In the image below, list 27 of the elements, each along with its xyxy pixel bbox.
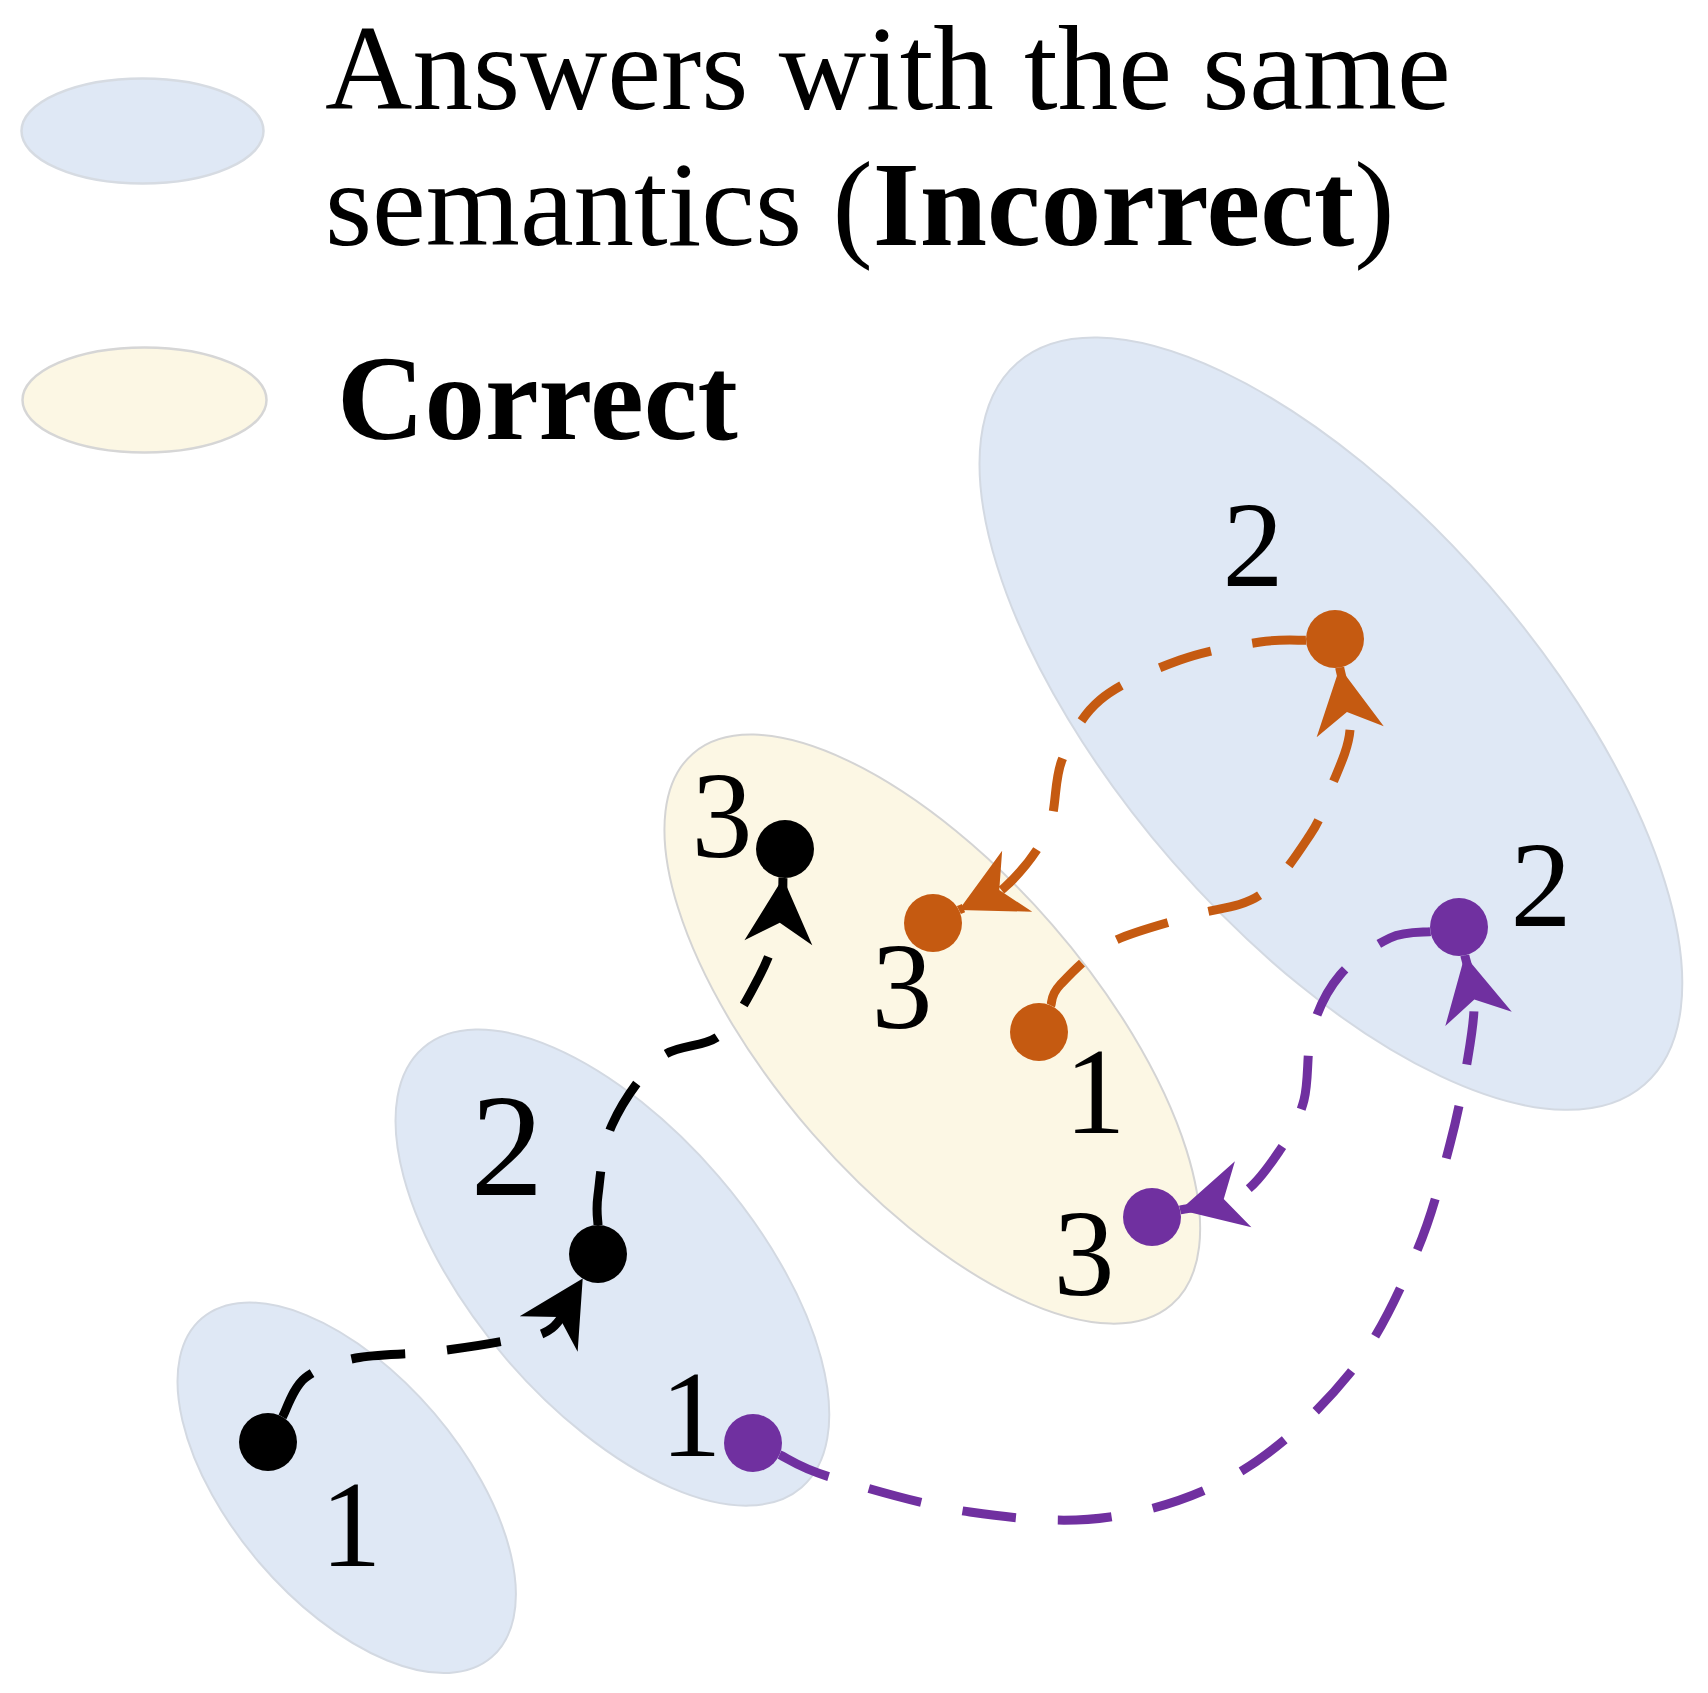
cluster-ellipse <box>662 732 1202 1325</box>
number-label: 2 <box>470 1081 544 1213</box>
dashed-arrow <box>592 877 814 1226</box>
data-point <box>756 820 814 878</box>
number-label: 2 <box>1510 830 1572 940</box>
data-point <box>1010 1003 1068 1061</box>
number-label: 1 <box>320 1470 382 1580</box>
data-point <box>239 1413 297 1471</box>
data-point <box>1430 898 1488 956</box>
legend-label: Answers with the same semantics (Incorrect) <box>325 0 1452 272</box>
dashed-arrow <box>957 635 1306 915</box>
dashed-arrow <box>777 954 1514 1525</box>
number-label: 3 <box>1053 1199 1115 1309</box>
data-point <box>569 1225 627 1283</box>
dashed-arrow <box>1046 666 1386 1007</box>
number-label: 2 <box>1222 490 1284 600</box>
cluster-ellipse <box>393 1028 831 1508</box>
number-label: 1 <box>1064 1037 1126 1147</box>
data-point <box>1123 1188 1181 1246</box>
data-point <box>1306 610 1364 668</box>
dashed-arrow <box>1179 927 1431 1230</box>
number-label: 3 <box>691 761 753 871</box>
legend-label: Correct <box>337 330 738 466</box>
number-label: 1 <box>660 1360 722 1470</box>
cluster-ellipse <box>176 1301 518 1675</box>
data-point <box>724 1414 782 1472</box>
number-label: 3 <box>871 932 933 1042</box>
